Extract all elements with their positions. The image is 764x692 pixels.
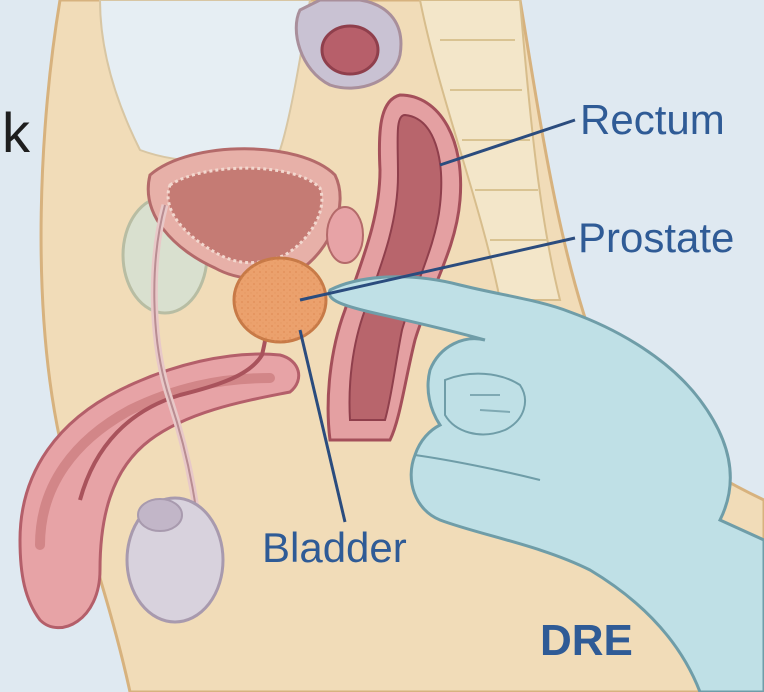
seminal-vesicle xyxy=(327,207,363,263)
epididymis xyxy=(138,499,182,531)
prostate-texture xyxy=(234,258,326,342)
rectum-label: Rectum xyxy=(580,96,725,143)
prostate-label: Prostate xyxy=(578,214,734,261)
partial-letter-label: k xyxy=(2,101,31,164)
method-label: DRE xyxy=(540,616,633,665)
bladder-label: Bladder xyxy=(262,524,407,571)
colon-lumen xyxy=(322,26,378,74)
